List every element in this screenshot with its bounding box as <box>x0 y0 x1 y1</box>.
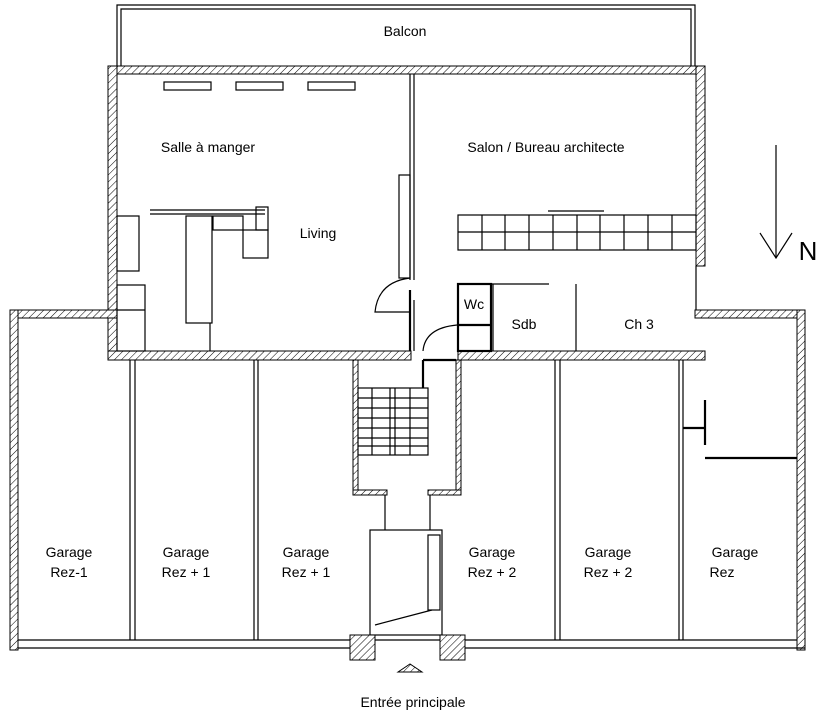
shelving <box>457 210 697 251</box>
room-label-salon: Salon / Bureau architecte <box>467 139 624 155</box>
entrance-label: Entrée principale <box>360 694 465 710</box>
room-label-sdb: Sdb <box>512 316 537 332</box>
north-label: N <box>799 236 818 266</box>
balcony <box>116 4 696 68</box>
garage-level: Rez-1 <box>50 564 88 580</box>
garage-label: Garage <box>163 544 210 560</box>
room-label-salle-a-manger: Salle à manger <box>161 139 256 155</box>
staircase <box>357 387 429 456</box>
garage-label: Garage <box>46 544 93 560</box>
north-arrow-icon <box>759 145 793 260</box>
garage-label: Garage <box>469 544 516 560</box>
garages <box>18 360 805 649</box>
garage-level: Rez + 1 <box>282 564 331 580</box>
garage-level: Rez + 2 <box>584 564 633 580</box>
garage-level: Rez + 2 <box>468 564 517 580</box>
exterior-walls <box>9 65 806 651</box>
garage-level: Rez <box>710 564 735 580</box>
room-label-living: Living <box>300 225 337 241</box>
room-label-balcon: Balcon <box>384 23 427 39</box>
interior-walls <box>116 74 697 388</box>
garage-level: Rez + 1 <box>162 564 211 580</box>
garage-label: Garage <box>585 544 632 560</box>
garage-label: Garage <box>283 544 330 560</box>
room-label-ch3: Ch 3 <box>624 316 654 332</box>
room-label-wc: Wc <box>464 296 484 312</box>
garage-label: Garage <box>712 544 759 560</box>
entrance <box>349 495 466 673</box>
